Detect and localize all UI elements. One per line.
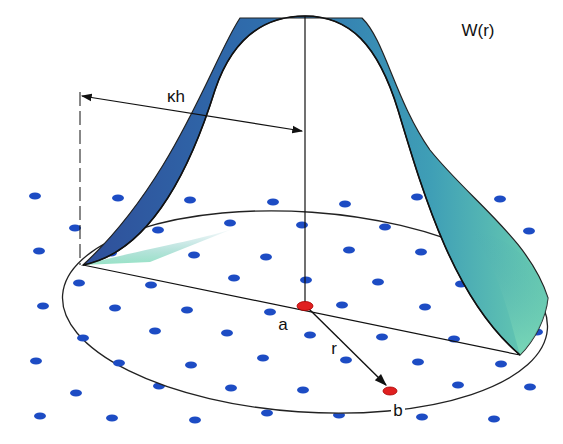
particle-dot bbox=[379, 224, 391, 231]
particle-dot bbox=[77, 335, 89, 342]
particle-dot bbox=[336, 302, 348, 309]
diameter-line bbox=[83, 265, 520, 355]
particle-dot bbox=[343, 247, 355, 254]
particle-dot bbox=[524, 384, 536, 391]
particle-dot bbox=[228, 275, 240, 282]
kernel-label: W(r) bbox=[459, 21, 496, 40]
particle-dot bbox=[257, 355, 269, 362]
particle-dot bbox=[419, 304, 431, 311]
particle-dot bbox=[29, 193, 41, 200]
particle-dot bbox=[297, 387, 309, 394]
kernel-rim bbox=[83, 228, 235, 265]
particle-dot bbox=[189, 417, 201, 424]
particle-dot bbox=[106, 415, 118, 422]
kernel-rim bbox=[470, 230, 548, 355]
particle-dot bbox=[412, 359, 424, 366]
particle-dot bbox=[416, 414, 428, 421]
particle-dot bbox=[184, 197, 196, 204]
particle-dot bbox=[152, 227, 164, 234]
particle-dot bbox=[185, 362, 197, 369]
particle-dot bbox=[30, 358, 42, 365]
kernel-surface bbox=[83, 16, 548, 355]
distance-arrow bbox=[308, 308, 386, 385]
particle-b bbox=[383, 387, 397, 395]
particle-dot bbox=[181, 307, 193, 314]
particle-label: b bbox=[391, 401, 404, 420]
particle-dot bbox=[225, 385, 237, 392]
particle-dot bbox=[145, 282, 157, 289]
particle-dot bbox=[69, 225, 81, 232]
particle-dot bbox=[488, 416, 500, 423]
dimension-extension bbox=[80, 92, 81, 265]
particle-dot bbox=[494, 196, 506, 203]
particle-dot bbox=[304, 332, 316, 339]
particle-dot bbox=[149, 328, 161, 335]
particle-dot bbox=[224, 220, 236, 227]
particle-dot bbox=[188, 252, 200, 259]
particle-dot bbox=[452, 382, 464, 389]
dimension-arrow bbox=[82, 96, 302, 131]
particle-dot bbox=[261, 410, 273, 417]
particle-dot bbox=[415, 249, 427, 256]
dimension-label: κh bbox=[165, 87, 187, 106]
particle-dot bbox=[300, 277, 312, 284]
particle-label: a bbox=[276, 315, 289, 334]
particle-dot bbox=[73, 280, 85, 287]
distance-label: r bbox=[329, 339, 339, 358]
particle-dot bbox=[376, 334, 388, 341]
particle-dot bbox=[339, 201, 351, 208]
axis-line bbox=[304, 16, 305, 305]
particle-dot bbox=[267, 199, 279, 206]
kernel-profile bbox=[83, 16, 520, 355]
particle-dot bbox=[411, 194, 423, 201]
particle-dot bbox=[260, 254, 272, 261]
particle-dot bbox=[296, 222, 308, 229]
particle-dot bbox=[113, 360, 125, 367]
particle-dot bbox=[37, 303, 49, 310]
particle-dot bbox=[495, 361, 507, 368]
particle-dot bbox=[523, 228, 535, 235]
particle-a bbox=[297, 302, 313, 311]
particle-dot bbox=[221, 330, 233, 337]
particle-dot bbox=[109, 305, 121, 312]
particle-dot bbox=[340, 357, 352, 364]
particle-dot bbox=[264, 309, 276, 316]
particle-dot bbox=[70, 390, 82, 397]
particle-dot bbox=[372, 279, 384, 286]
particle-dot bbox=[112, 195, 124, 202]
particle-dot bbox=[33, 248, 45, 255]
particle-dot bbox=[34, 413, 46, 420]
